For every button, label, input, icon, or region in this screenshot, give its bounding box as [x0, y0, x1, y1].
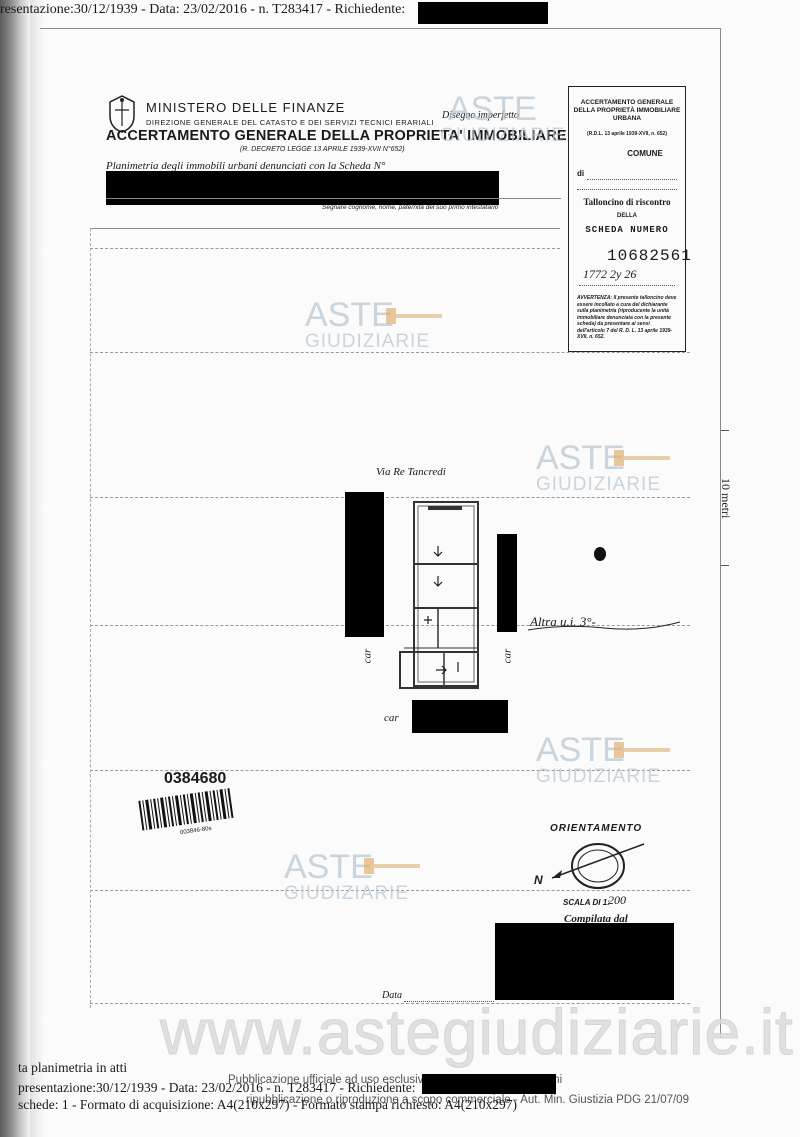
ministero-title: MINISTERO DELLE FINANZE	[146, 100, 346, 115]
state-emblem-icon	[109, 95, 135, 133]
rule-2	[90, 248, 560, 249]
scan-shadow-edge	[0, 0, 30, 1137]
via-label: Via Re Tancredi	[376, 466, 446, 478]
box-di: di	[577, 169, 585, 178]
decreto-reference: (R. DECRETO LEGGE 13 APRILE 1939-XVII N°…	[240, 146, 405, 153]
box-scheda-numero: SCHEDA NUMERO	[585, 225, 669, 235]
data-line	[404, 1001, 494, 1002]
car-bottom: car	[384, 712, 399, 724]
box-numero: 10682561	[607, 247, 692, 265]
watermark-aste-4: ASTE GIUDIZIARIE	[536, 731, 662, 787]
gavel-icon	[386, 308, 442, 324]
altra-ui-label: Altra u.i. 3°-	[530, 614, 596, 629]
watermark-aste-2: ASTE GIUDIZIARIE	[305, 296, 431, 352]
right-margin-rule	[720, 28, 721, 1038]
redaction-top	[418, 2, 548, 24]
watermark-site: www.astegiudiziarie.it	[160, 996, 794, 1069]
rule-7	[90, 890, 690, 891]
car-right: car	[501, 648, 514, 664]
footer-pub-2: ripubblicazione o riproduzione a scopo c…	[246, 1094, 689, 1106]
redaction-plan-right	[497, 534, 517, 632]
data-label: Data	[382, 990, 402, 1001]
gavel-icon-5	[364, 858, 420, 874]
box-rdl: (R.D.L. 13 aprile 1939-XVII, n. 652)	[586, 131, 668, 137]
box-sep	[579, 285, 675, 286]
box-handwritten: 1772 2y 26	[583, 267, 637, 281]
footer-presentazione: presentazione:30/12/1939 - Data: 23/02/2…	[18, 1080, 416, 1095]
box-title: ACCERTAMENTO GENERALE DELLA PROPRIETÀ IM…	[573, 99, 681, 122]
header-rule	[106, 198, 561, 199]
box-di-line2	[577, 189, 677, 190]
tick-a	[721, 430, 729, 431]
rule-6	[90, 770, 690, 771]
planimetria-scheda-line: Planimetria degli immobili urbani denunc…	[106, 160, 386, 172]
box-della: DELLA	[617, 213, 637, 219]
barcode-graphic	[138, 788, 234, 831]
altra-ui-underline	[527, 621, 681, 631]
north-label: N	[534, 873, 544, 887]
compass-icon	[551, 843, 645, 889]
redaction-signature	[495, 923, 674, 1000]
redaction-plan-bottom	[412, 700, 508, 733]
accertamento-title: ACCERTAMENTO GENERALE DELLA PROPRIETA' I…	[106, 128, 636, 144]
ink-spot	[594, 547, 606, 561]
scan-shadow-edge-inner	[30, 0, 44, 1137]
disegno-imperfetto: Disegno imperfetto	[442, 110, 519, 121]
rule-5	[90, 625, 690, 626]
scala-value: 200	[608, 893, 626, 907]
redaction-footer	[422, 1074, 556, 1094]
top-rule	[40, 28, 720, 29]
orientamento-label: ORIENTAMENTO	[550, 823, 643, 834]
redaction-header	[106, 171, 499, 205]
barcode-small: 003846-80s	[179, 825, 212, 837]
footer-planimetria: ta planimetria in atti	[18, 1060, 128, 1075]
watermark-aste-5: ASTE GIUDIZIARIE	[284, 848, 410, 904]
box-comune: COMUNE	[627, 149, 663, 158]
tick-b	[721, 565, 729, 566]
watermark-aste-3: ASTE GIUDIZIARIE	[536, 439, 662, 495]
rule-3	[90, 352, 690, 353]
talloncino-box: ACCERTAMENTO GENERALE DELLA PROPRIETÀ IM…	[568, 86, 691, 352]
rule-4	[90, 497, 690, 498]
box-avvertenza: AVVERTENZA: Il presente talloncino deve …	[577, 295, 677, 340]
gavel-icon-3	[614, 450, 670, 466]
scala-label: SCALA DI 1:	[563, 898, 610, 907]
watermark-aste-1: ASTE GIUDIZIARIE	[440, 90, 566, 146]
direzione-generale: DIREZIONE GENERALE DEL CATASTO E DEI SER…	[146, 118, 434, 127]
top-presentation-line: resentazione:30/12/1939 - Data: 23/02/20…	[0, 2, 406, 17]
redaction-plan-left	[345, 492, 384, 637]
box-talloncino: Talloncino di riscontro	[583, 197, 671, 207]
rule-8	[90, 1003, 690, 1004]
footer-schede: schede: 1 - Formato di acquisizione: A4(…	[18, 1097, 518, 1112]
scale-10-metri: 10 metri	[719, 478, 733, 519]
compilata-label: Compilata dal	[564, 913, 628, 925]
segnare-cognome: Segnare cognome, nome, paternità del suo…	[322, 204, 499, 211]
car-left: car	[361, 648, 374, 664]
gavel-icon-4	[614, 742, 670, 758]
rule-1	[90, 228, 560, 229]
barcode-number: 0384680	[164, 770, 227, 787]
left-margin-rule	[90, 228, 91, 1008]
floor-plan-drawing	[399, 501, 479, 689]
box-di-line	[587, 179, 677, 180]
